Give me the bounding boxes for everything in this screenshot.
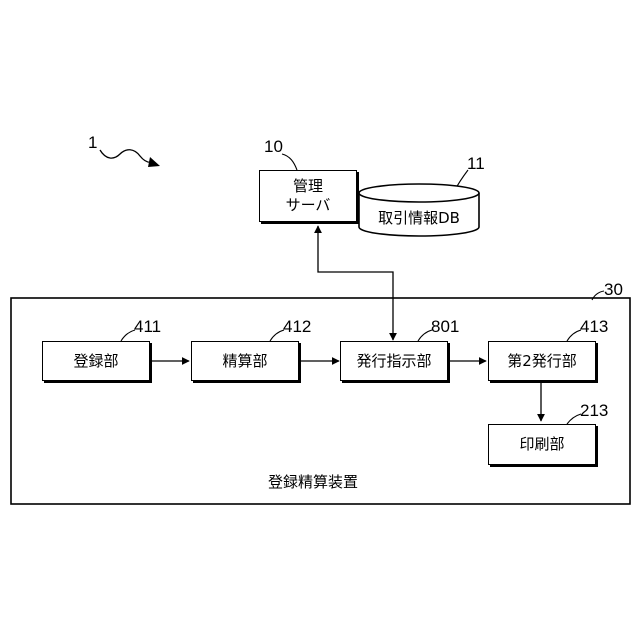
apparatus-ref-number: 30 bbox=[604, 281, 623, 298]
registration-unit-ref: 411 bbox=[134, 318, 161, 335]
leader-413 bbox=[567, 330, 581, 341]
server-label-line1: 管理 bbox=[293, 177, 323, 196]
leader-412 bbox=[270, 330, 284, 341]
management-server-box: 管理 サーバ bbox=[259, 170, 357, 222]
second-issue-unit-ref: 413 bbox=[580, 318, 608, 335]
system-ref-leader bbox=[100, 150, 152, 163]
leader-411 bbox=[121, 330, 135, 341]
server-label-line2: サーバ bbox=[286, 196, 331, 215]
second-issue-unit-box: 第2発行部 bbox=[488, 341, 596, 381]
system-ref-number: 1 bbox=[88, 134, 97, 151]
settlement-unit-box: 精算部 bbox=[191, 341, 299, 381]
registration-unit-box: 登録部 bbox=[42, 341, 150, 381]
issue-instruction-unit-ref: 801 bbox=[431, 318, 459, 335]
apparatus-caption: 登録精算装置 bbox=[268, 471, 358, 492]
issue-instruction-unit-box: 発行指示部 bbox=[340, 341, 448, 381]
database-label: 取引情報DB bbox=[359, 204, 479, 230]
leader-213 bbox=[567, 414, 581, 424]
printing-unit-ref: 213 bbox=[580, 402, 608, 419]
server-link bbox=[318, 226, 393, 340]
settlement-unit-ref: 412 bbox=[283, 318, 311, 335]
leader-10 bbox=[282, 154, 297, 170]
server-ref-number: 10 bbox=[264, 138, 283, 155]
system-ref-arrowhead bbox=[148, 157, 160, 167]
database-ref-number: 11 bbox=[467, 155, 485, 172]
leader-801 bbox=[418, 330, 432, 341]
printing-unit-box: 印刷部 bbox=[488, 424, 596, 465]
